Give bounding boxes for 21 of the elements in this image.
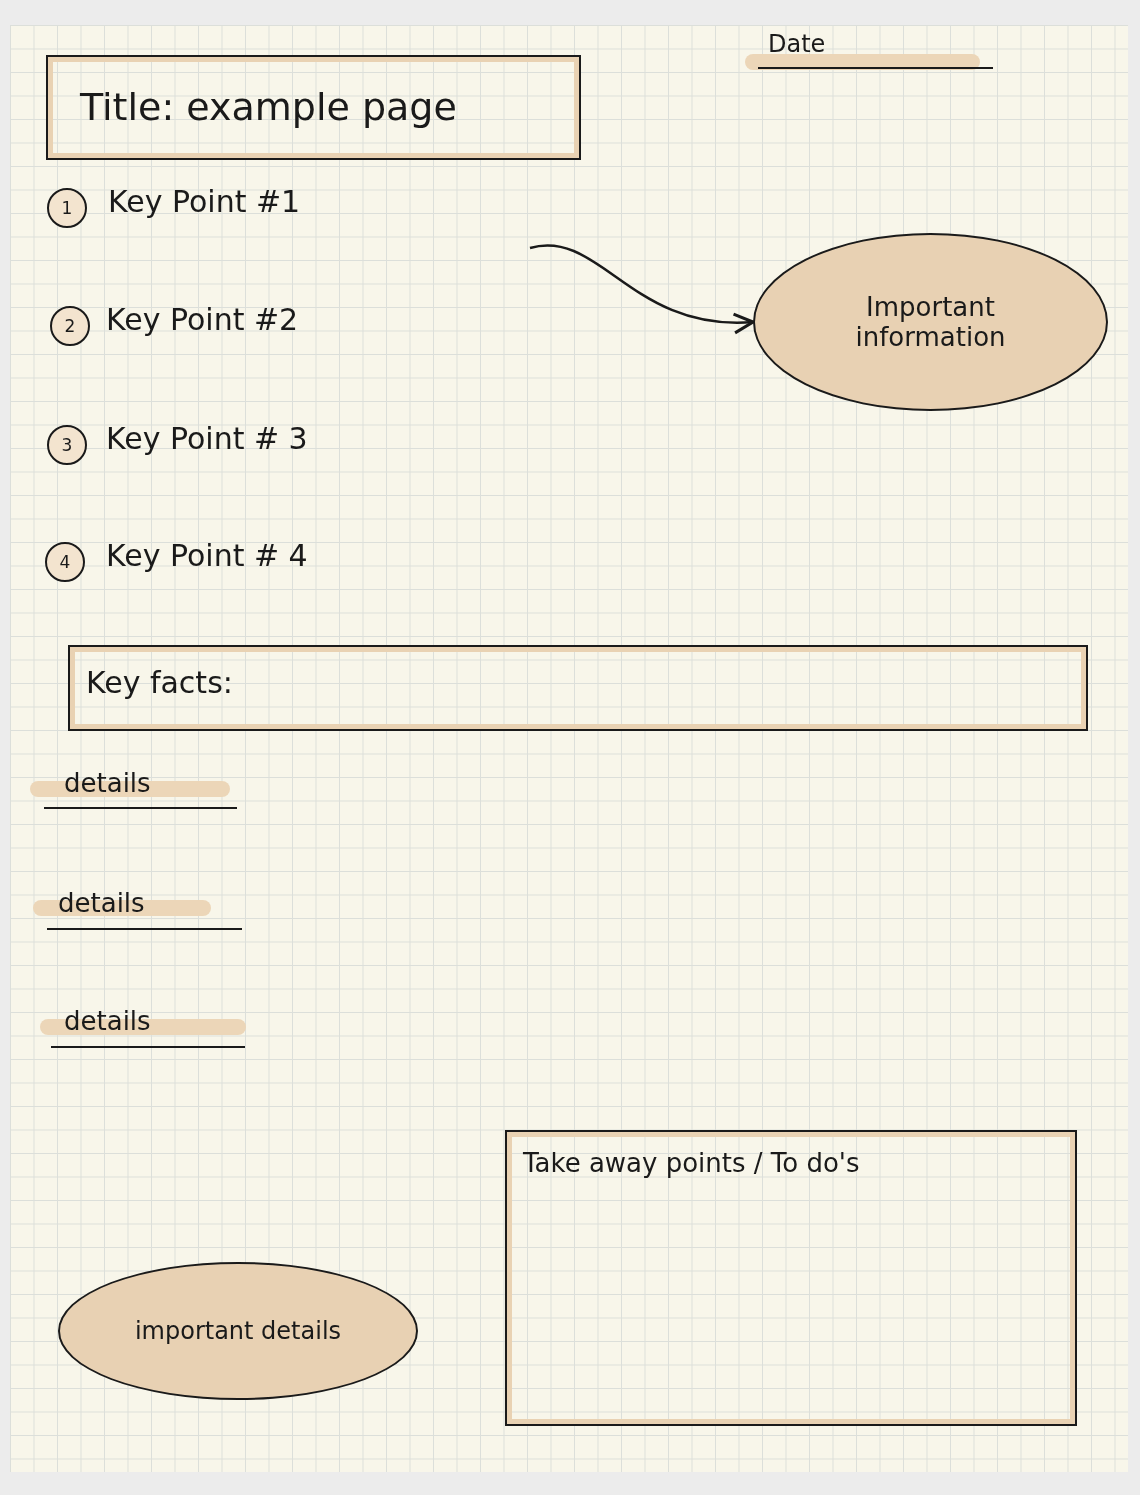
date-label: Date — [768, 30, 826, 58]
title-box — [46, 55, 581, 160]
box-heading: Title: example page — [80, 85, 457, 129]
takeaway-box — [505, 1130, 1077, 1426]
number-badge: 2 — [50, 306, 90, 346]
key-point-text: Key Point # 3 — [106, 421, 308, 456]
details-label: details — [58, 888, 145, 918]
key-facts-box — [68, 645, 1088, 731]
box-heading: Key facts: — [86, 665, 233, 700]
number-badge: 3 — [47, 425, 87, 465]
number-badge: 1 — [47, 188, 87, 228]
details-label: details — [64, 1006, 151, 1036]
curved-arrow — [529, 244, 755, 334]
box-heading: Take away points / To do's — [523, 1148, 860, 1178]
key-point-text: Key Point #2 — [106, 302, 299, 337]
details-label: details — [64, 768, 151, 798]
key-point-text: Key Point #1 — [108, 184, 301, 219]
ellipse-text: important details — [134, 1317, 342, 1345]
number-badge: 4 — [45, 542, 85, 582]
key-point-text: Key Point # 4 — [106, 538, 308, 573]
ellipse-text: Important information — [854, 292, 1007, 352]
